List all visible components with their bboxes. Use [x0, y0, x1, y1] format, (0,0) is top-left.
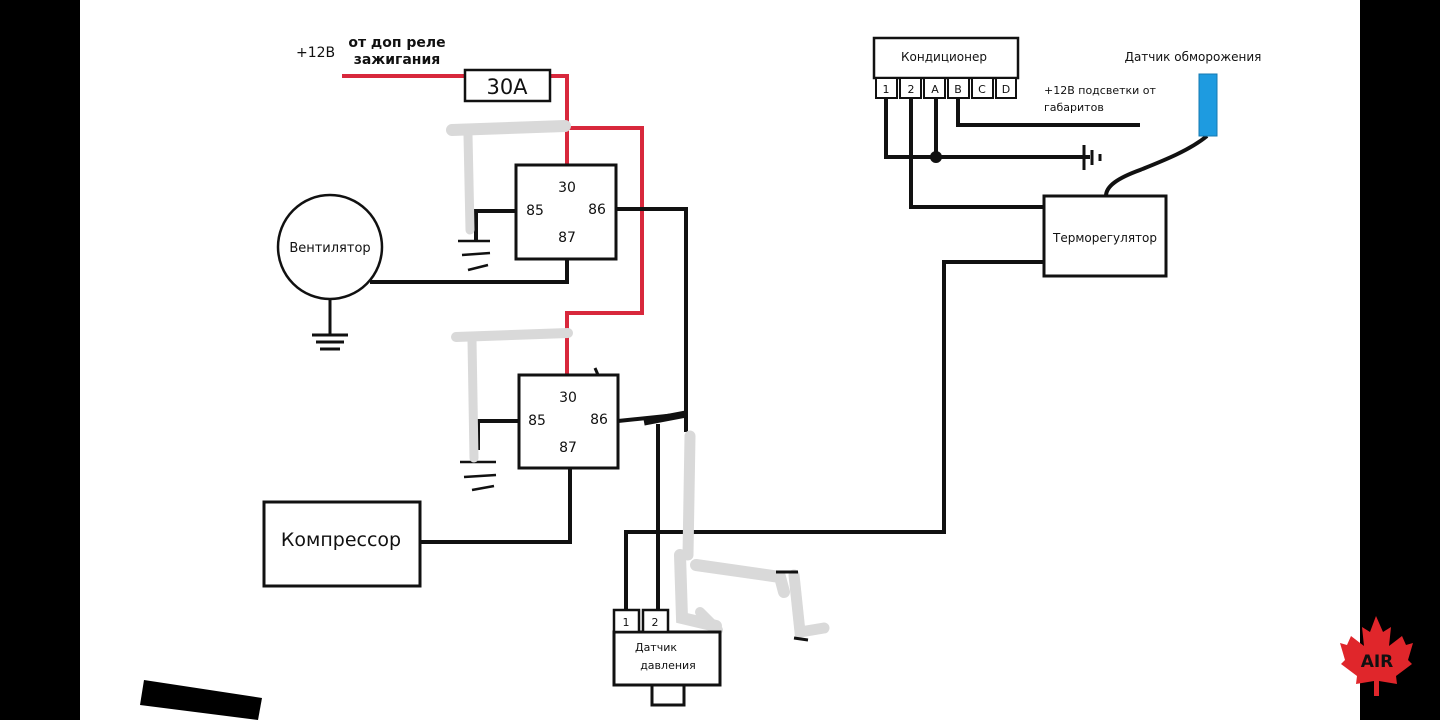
ac-unit-label: Кондиционер: [901, 50, 987, 64]
ac-pin-box-B: [947, 77, 970, 99]
thermostat-label: Терморегулятор: [1052, 231, 1157, 245]
pressure-sensor-body: [612, 630, 722, 687]
ac-pin-label-D: D: [1002, 83, 1010, 96]
frost-sensor-label: Датчик обморожения: [1125, 50, 1262, 64]
pressure-pin1-box: [612, 608, 641, 634]
relay-fan-pin86: 86: [588, 202, 606, 218]
ground-relay2: [460, 460, 497, 492]
compressor-box: [262, 500, 422, 588]
ac-pin-label-1: 1: [883, 83, 890, 96]
backlight-label-1: +12В подсветки от: [1044, 84, 1157, 97]
ac-pin-label-2: 2: [908, 83, 915, 96]
backlight-label-2: габаритов: [1044, 101, 1104, 114]
relay-compressor-pin85: 85: [528, 413, 546, 429]
relay2-86-thick-stub: [643, 410, 687, 426]
fuse-label: 30A: [486, 75, 528, 99]
ac-pin-box-1: [875, 77, 898, 99]
fan-label: Вентилятор: [289, 241, 370, 256]
drawing-sheet: [80, 0, 1360, 720]
air-logo-text: AIR: [1361, 652, 1394, 672]
frost-sensor-cable: [1104, 134, 1209, 197]
ground-ac: [1082, 145, 1102, 170]
supply-voltage-label: +12В: [296, 45, 335, 61]
left-black-bar: [0, 0, 80, 720]
ac-pinB-backlight-wire: [956, 98, 1140, 127]
ac-pin-label-A: A: [931, 83, 939, 96]
relay1-86-wire: [616, 207, 688, 432]
junction-dot: [930, 151, 942, 163]
maple-leaf-icon: [1340, 616, 1413, 696]
pressure-pin2-label: 2: [652, 616, 659, 629]
signal-wires: [370, 98, 1209, 610]
ac-pin-label-B: B: [954, 83, 962, 96]
ac-pin-box-2: [899, 77, 922, 99]
erased-marks: [446, 120, 830, 639]
ac-pin-box-D: [995, 77, 1017, 99]
frost-sensor-probe: [1198, 73, 1218, 137]
black-bar-mark: [140, 680, 262, 720]
supply-source-line2: зажигания: [354, 52, 441, 68]
air-logo: AIR: [1340, 616, 1413, 696]
ac-pin-box-C: [971, 77, 994, 99]
ac-pin-row: 1 2 A B C D: [875, 77, 1017, 99]
thermostat-box: [1042, 194, 1168, 278]
ground-fan: [312, 297, 348, 351]
relay-compressor-body: [517, 373, 620, 470]
relay1-87-fan-wire: [370, 259, 569, 284]
sensor-stub-marks: [776, 570, 809, 642]
pressure-sensor-nipple: [650, 683, 686, 707]
pressure-pin1-label: 1: [623, 616, 630, 629]
relay-fan-pin30: 30: [558, 180, 576, 196]
supply-source-line1: от доп реле: [348, 35, 445, 51]
relay-compressor-pin86: 86: [590, 412, 608, 428]
ground-relay1: [458, 239, 491, 272]
relay-compressor-pin87: 87: [559, 440, 577, 456]
pressure-pin2-box: [641, 608, 670, 634]
compressor-label: Компрессор: [281, 529, 401, 551]
relay2-87-compressor-wire: [420, 468, 572, 544]
relay-fan-body: [514, 163, 618, 261]
right-black-bar: [1360, 0, 1440, 720]
fuse-out-wire: [550, 74, 569, 165]
ac-pin1-wire: [884, 98, 1090, 159]
fan-motor: [276, 193, 384, 301]
ac-pin-box-A: [923, 77, 946, 99]
fuse-box: [463, 68, 552, 103]
relay-fan-pin87: 87: [558, 230, 576, 246]
relay1-85-ground-wire: [474, 209, 516, 240]
relay-compressor-pin30: 30: [559, 390, 577, 406]
pressure-sensor-label-2: давления: [640, 659, 696, 672]
pressure-thermostat-wire: [624, 260, 1044, 610]
pressure-sensor-label-1: Датчик: [635, 641, 677, 654]
ac-pin-label-C: C: [978, 83, 986, 96]
ac-pin2-thermostat-wire: [909, 98, 1044, 209]
relay-fan-pin85: 85: [526, 203, 544, 219]
